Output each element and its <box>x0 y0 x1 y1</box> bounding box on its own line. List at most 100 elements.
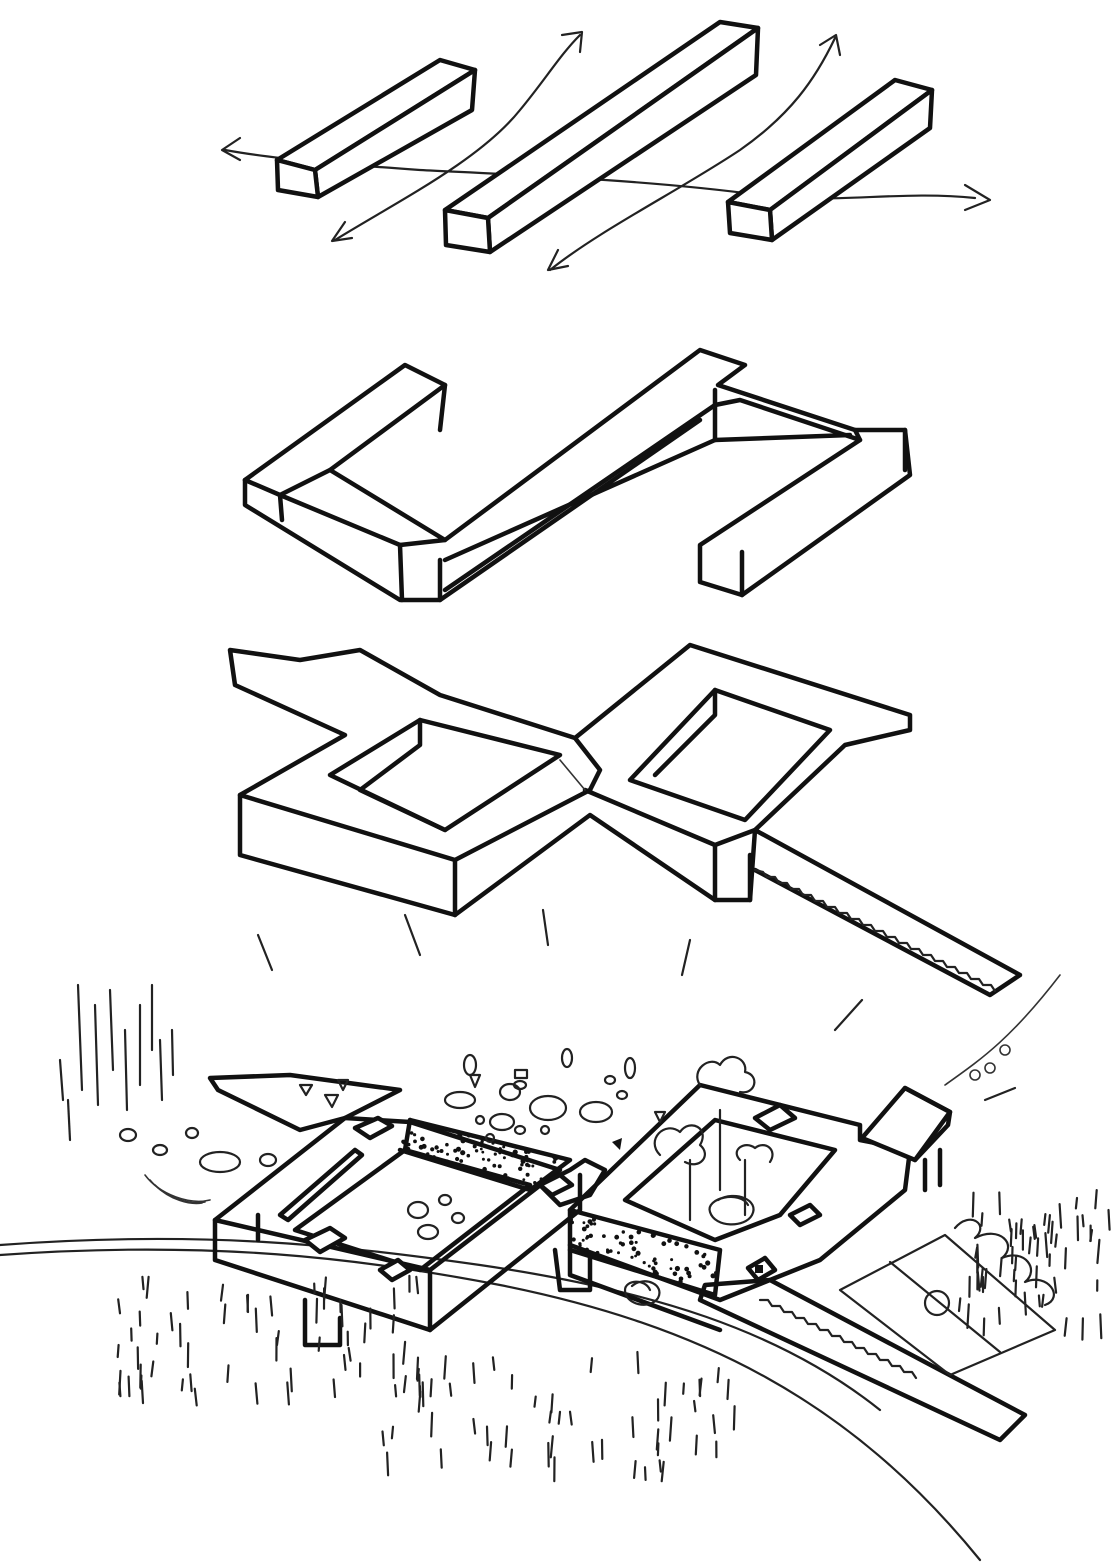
grass-tick <box>421 1381 425 1408</box>
grass-tick <box>485 1425 489 1447</box>
planting-dot <box>667 1238 672 1243</box>
planting-dot <box>652 1269 658 1275</box>
grass-tick <box>317 1336 321 1352</box>
planting-dot <box>524 1149 529 1154</box>
planting-dot <box>498 1147 502 1151</box>
grass-tick <box>557 1410 562 1425</box>
planting-dot <box>512 1149 518 1155</box>
planting-dot <box>686 1270 691 1276</box>
planting-dot <box>459 1159 464 1163</box>
planting-dot <box>430 1147 435 1152</box>
planting-dot <box>445 1159 449 1163</box>
planting-dot <box>714 1271 718 1275</box>
planting-dot <box>460 1138 466 1144</box>
planting-dot <box>474 1149 479 1153</box>
grass-tick <box>222 1303 227 1325</box>
grass-tick <box>976 1243 980 1269</box>
grass-tick <box>998 1191 1002 1216</box>
central-connector <box>537 1157 608 1208</box>
grass-tick <box>504 1425 509 1448</box>
planting-dot <box>710 1273 716 1279</box>
planting-dot <box>670 1258 674 1262</box>
planting-dot <box>406 1142 411 1147</box>
grass-tick <box>663 1381 667 1407</box>
planting-dot <box>591 1217 597 1222</box>
planting-dot <box>570 1212 574 1216</box>
planting-dot <box>652 1233 656 1237</box>
planting-dot <box>506 1176 510 1180</box>
planting-dot <box>409 1131 414 1135</box>
grass-tick <box>983 1268 988 1290</box>
planting-dot <box>609 1249 613 1253</box>
planting-strip-left <box>397 1117 573 1193</box>
planting-dot <box>436 1150 440 1153</box>
ramp-jagged-edge <box>753 868 997 993</box>
planting-dot <box>629 1240 634 1245</box>
spiral-fountain-right <box>708 1194 755 1226</box>
grass-tick <box>392 1287 396 1310</box>
planting-dot <box>456 1135 461 1140</box>
planting-dot <box>526 1182 531 1187</box>
planting-dot <box>504 1179 510 1185</box>
planting-dot <box>482 1166 487 1172</box>
grass-tick <box>189 1373 193 1393</box>
planting-dot <box>588 1233 593 1239</box>
planting-dot <box>446 1152 449 1156</box>
courtyard-left-outer <box>237 787 593 863</box>
grass-tick <box>340 1303 344 1328</box>
grass-tick <box>390 1425 395 1440</box>
lawn-arc <box>144 1174 211 1205</box>
planting-dot <box>498 1151 502 1155</box>
planting-dot <box>552 1160 557 1164</box>
grass-tick <box>138 1310 142 1327</box>
road-line-upper <box>0 1237 882 1412</box>
grass-tick <box>509 1448 513 1468</box>
stones <box>118 1047 667 1241</box>
planting-dot <box>634 1254 637 1258</box>
grass-tick <box>491 1356 496 1371</box>
planting-dot <box>684 1266 690 1272</box>
grass-tick <box>1044 1232 1049 1259</box>
planting-dot <box>602 1234 606 1238</box>
grass-tick <box>1041 1293 1045 1308</box>
planting-dot <box>634 1240 638 1244</box>
grass-tick <box>254 1382 259 1405</box>
grass-tick <box>1074 1196 1079 1210</box>
planting-dot <box>421 1143 427 1149</box>
grass-tick <box>145 1275 150 1299</box>
planting-dot <box>636 1229 642 1235</box>
grass-tick <box>315 1297 319 1324</box>
courtyard-right-inner <box>622 1117 838 1243</box>
planting-dot <box>487 1158 491 1162</box>
grass-tick <box>693 1399 697 1413</box>
planting-dot <box>674 1265 681 1272</box>
grass-tick <box>140 1379 145 1405</box>
grass-tick <box>643 1466 647 1481</box>
grass-tick <box>254 1307 258 1333</box>
grass-tick <box>443 1355 447 1380</box>
planting-dot <box>568 1217 573 1222</box>
grass-tick <box>1023 1291 1027 1316</box>
grass-tick <box>655 1428 660 1451</box>
planting-dot <box>522 1178 526 1181</box>
planting-dot <box>481 1157 485 1161</box>
planting-dot <box>617 1251 620 1255</box>
grass-tick <box>1064 1247 1067 1270</box>
grass-tick <box>668 1416 673 1442</box>
grass-tick <box>488 1441 493 1462</box>
grass-tick <box>1081 1317 1084 1341</box>
flow-arrow-nne-2 <box>548 36 837 272</box>
grass-tick <box>712 1414 716 1435</box>
grass-tick <box>550 1393 554 1414</box>
stage-4-site-plan <box>0 974 1111 1562</box>
bar-right <box>725 77 935 243</box>
grass-tick <box>286 1381 290 1406</box>
planting-dot <box>445 1142 449 1147</box>
grass-tick <box>997 1306 1001 1325</box>
road-line-lower <box>0 1248 982 1562</box>
planting-dot <box>472 1144 477 1149</box>
planting-dot <box>701 1254 706 1259</box>
trees <box>653 1055 774 1222</box>
grass-tick <box>169 1312 174 1332</box>
planting-dot <box>621 1230 625 1234</box>
